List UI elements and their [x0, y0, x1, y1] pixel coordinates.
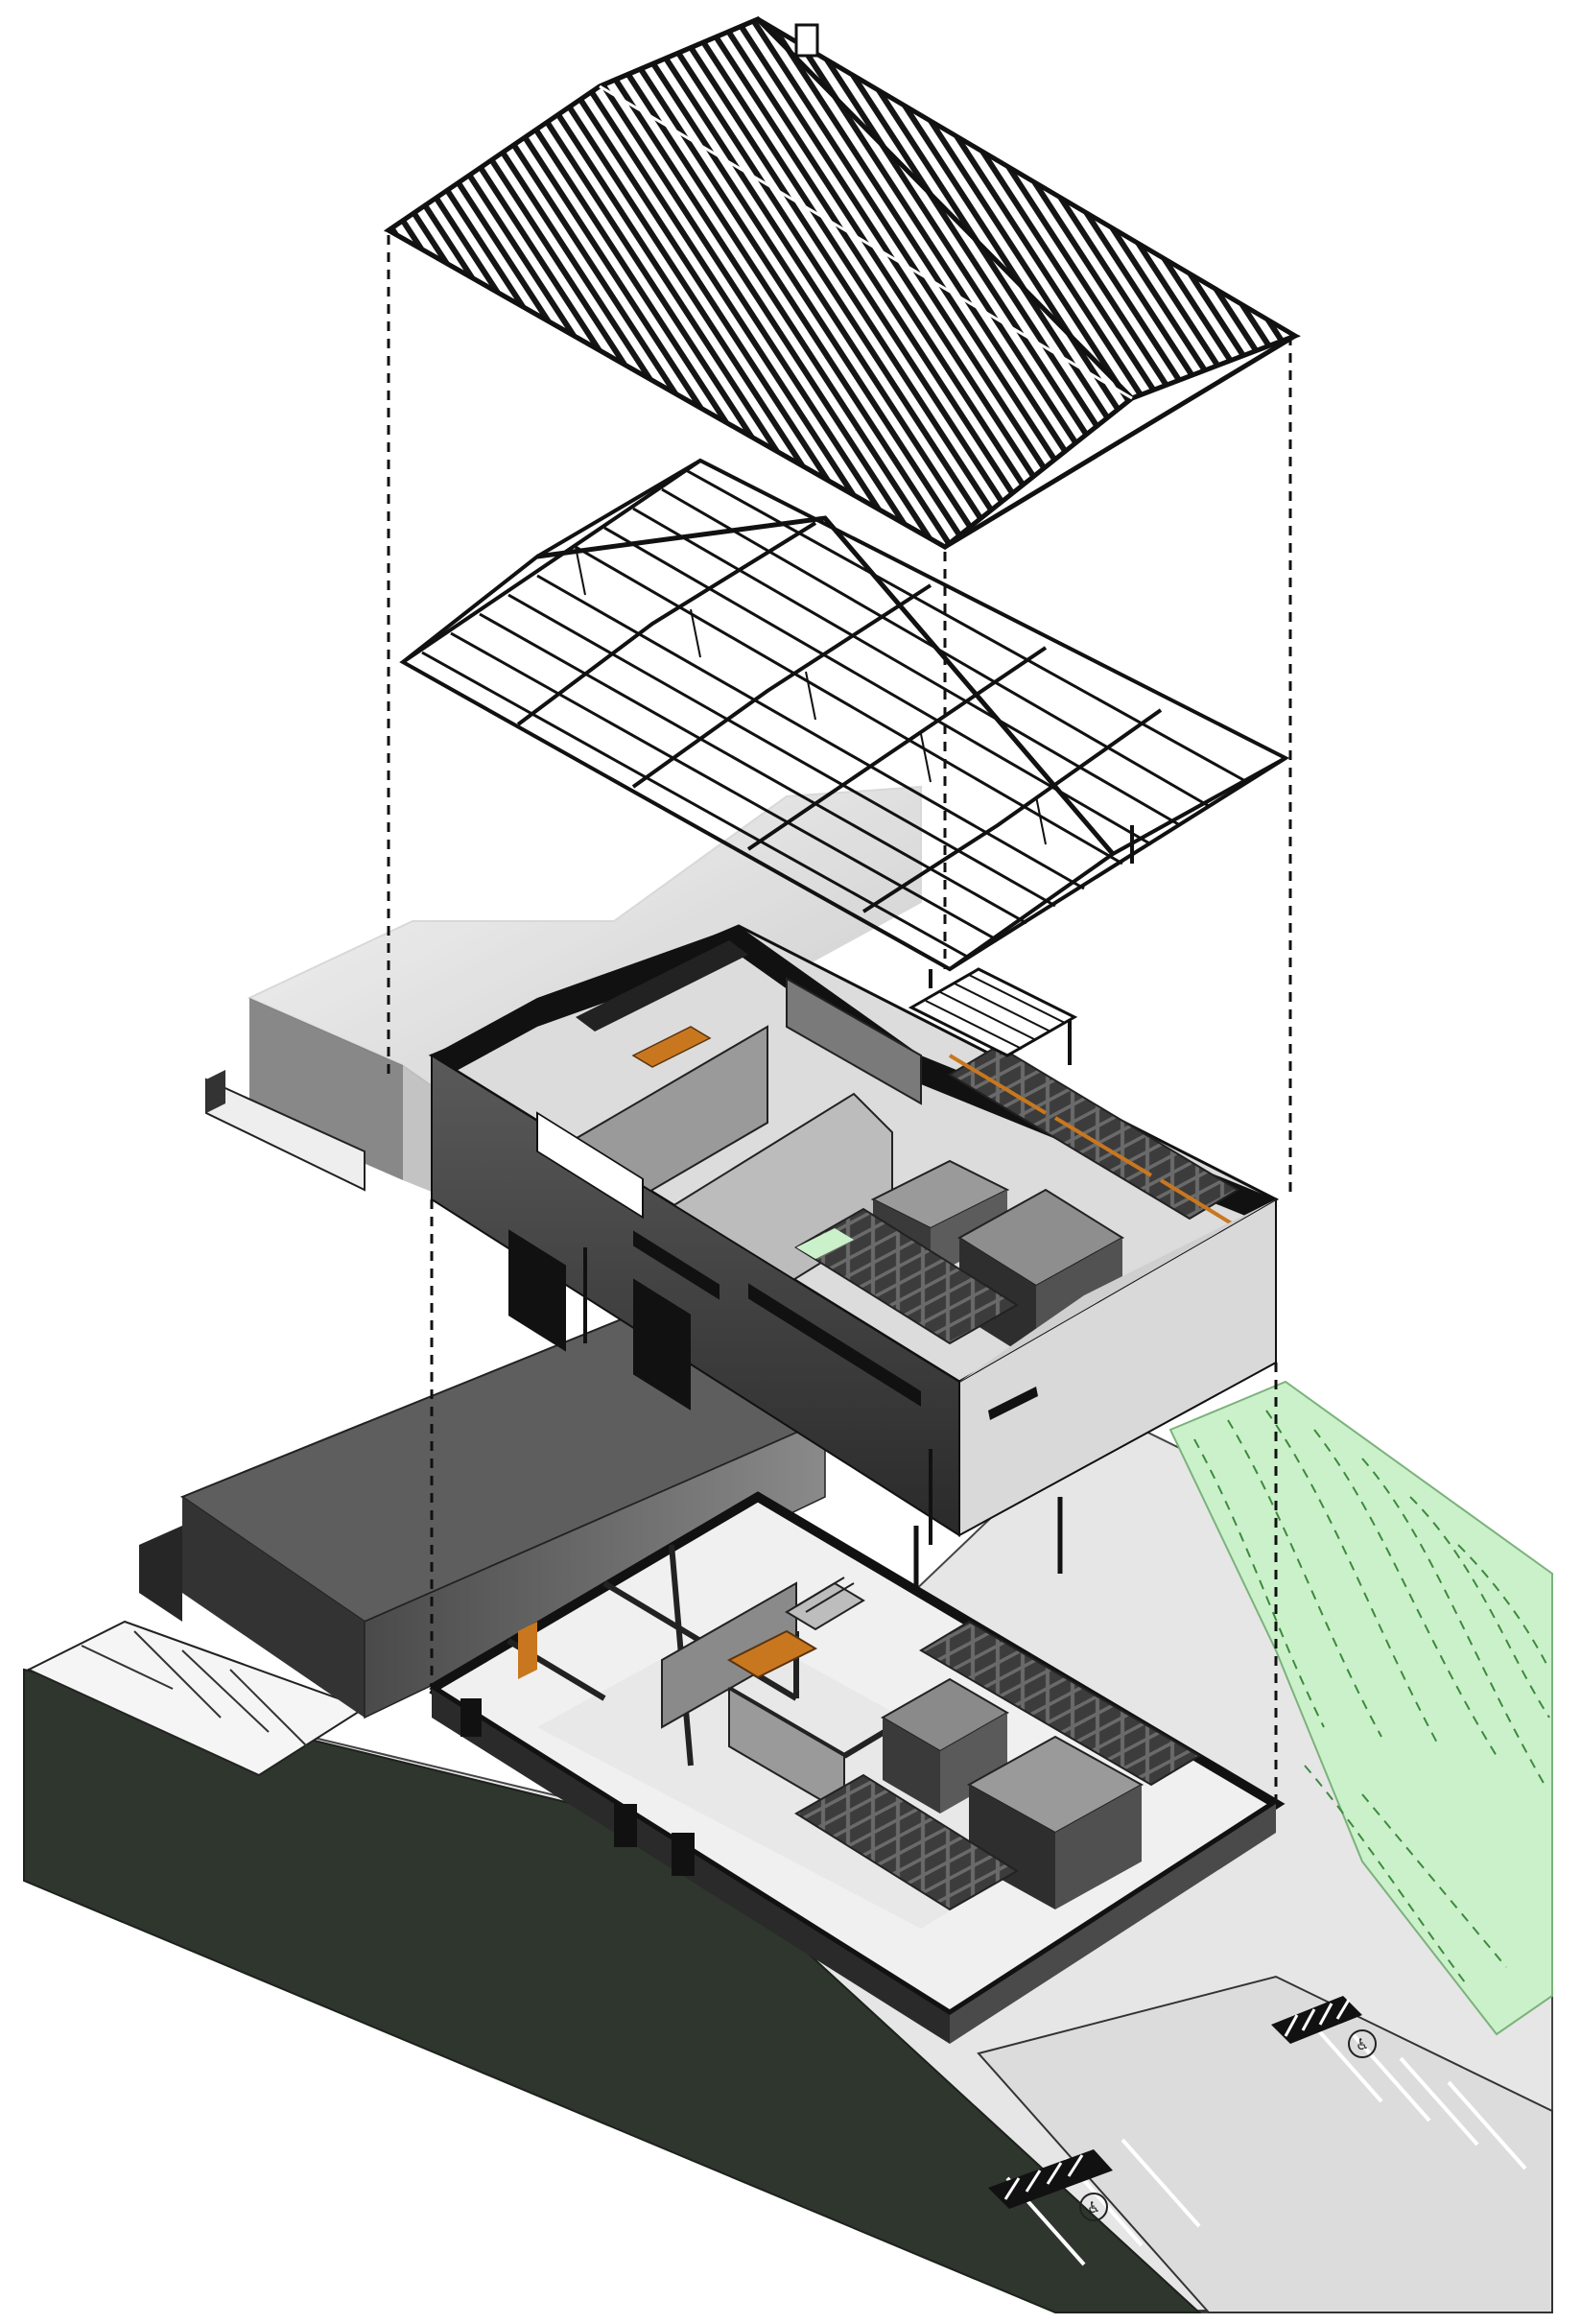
- ground-stair: [785, 1577, 865, 1631]
- parking-lot: [977, 1975, 1553, 2313]
- upper-end-gable: [959, 1199, 1276, 1382]
- wall-sign: [988, 1387, 1038, 1420]
- truss-purlins: [421, 468, 1248, 960]
- truss-webs: [575, 546, 1047, 845]
- sidewalk-joints: [81, 1630, 308, 1747]
- ground-shelving-rack-front: [794, 1773, 1019, 1911]
- truss-frames: [401, 459, 1286, 971]
- canopy-pergola: [908, 967, 1078, 1065]
- wood-counter: [726, 1629, 818, 1679]
- terrain-base-side: [23, 1668, 1202, 2313]
- green-area: [1168, 1380, 1553, 2036]
- accessible-aisle-hatch: [1271, 1996, 1362, 2044]
- roof-ridge-cap: [599, 84, 1133, 400]
- upper-downpipes: [583, 1247, 932, 1545]
- ghost-neighbour-ledge-dark: [206, 1070, 225, 1113]
- aisle-hatch-stripes: [1284, 1999, 1351, 2037]
- svg-text:♿: ♿: [1087, 2198, 1100, 2217]
- roof-eave: [387, 227, 1297, 550]
- roof-structure-layer: [399, 458, 1290, 988]
- green-contour-lines: [1193, 1410, 1550, 1987]
- neighbour-building-low: [139, 1526, 182, 1622]
- upper-green-patch: [796, 1228, 854, 1259]
- upper-front-doors: [508, 1229, 691, 1411]
- ground-storage-block-large: [966, 1735, 1144, 1909]
- ground-front-doors: [460, 1698, 695, 1876]
- roof-layer: [384, 16, 1301, 551]
- aisle-hatch-stripes-2: [1003, 2154, 1084, 2200]
- ground-floor-layer: [429, 1491, 1286, 2044]
- neighbour-building-front: [182, 1497, 365, 1718]
- truss-columns: [929, 825, 1134, 988]
- neighbour-building-side: [364, 1418, 826, 1719]
- projection-lines: [387, 235, 1292, 1804]
- wood-shelf-left: [518, 1622, 537, 1679]
- upper-support-columns: [913, 1497, 1063, 1593]
- roof-surface: [384, 16, 1301, 551]
- ground-shelving-rack-back: [919, 1620, 1201, 1787]
- ghost-neighbour-block: [249, 998, 403, 1180]
- upper-front-windows: [536, 1111, 921, 1407]
- upper-interior-wall-3: [786, 977, 922, 1105]
- svg-text:♿: ♿: [1356, 2035, 1369, 2053]
- roof-chimney: [794, 23, 819, 58]
- ground-floor-right-wall: [950, 1804, 1276, 2044]
- upper-lockers: [576, 940, 748, 1032]
- upper-shelving-rack-front: [794, 1207, 1019, 1345]
- roof-ridge: [599, 16, 1134, 400]
- ground-storage-block-small: [881, 1677, 1009, 1814]
- upper-shelving-rack-back: [948, 1044, 1239, 1221]
- accessible-parking-icon: ♿: [1348, 2029, 1377, 2058]
- upper-wood-counter: [631, 1026, 712, 1068]
- upper-shell-layer: [205, 785, 1280, 1593]
- accessible-parking-icon: ♿: [1079, 2193, 1108, 2221]
